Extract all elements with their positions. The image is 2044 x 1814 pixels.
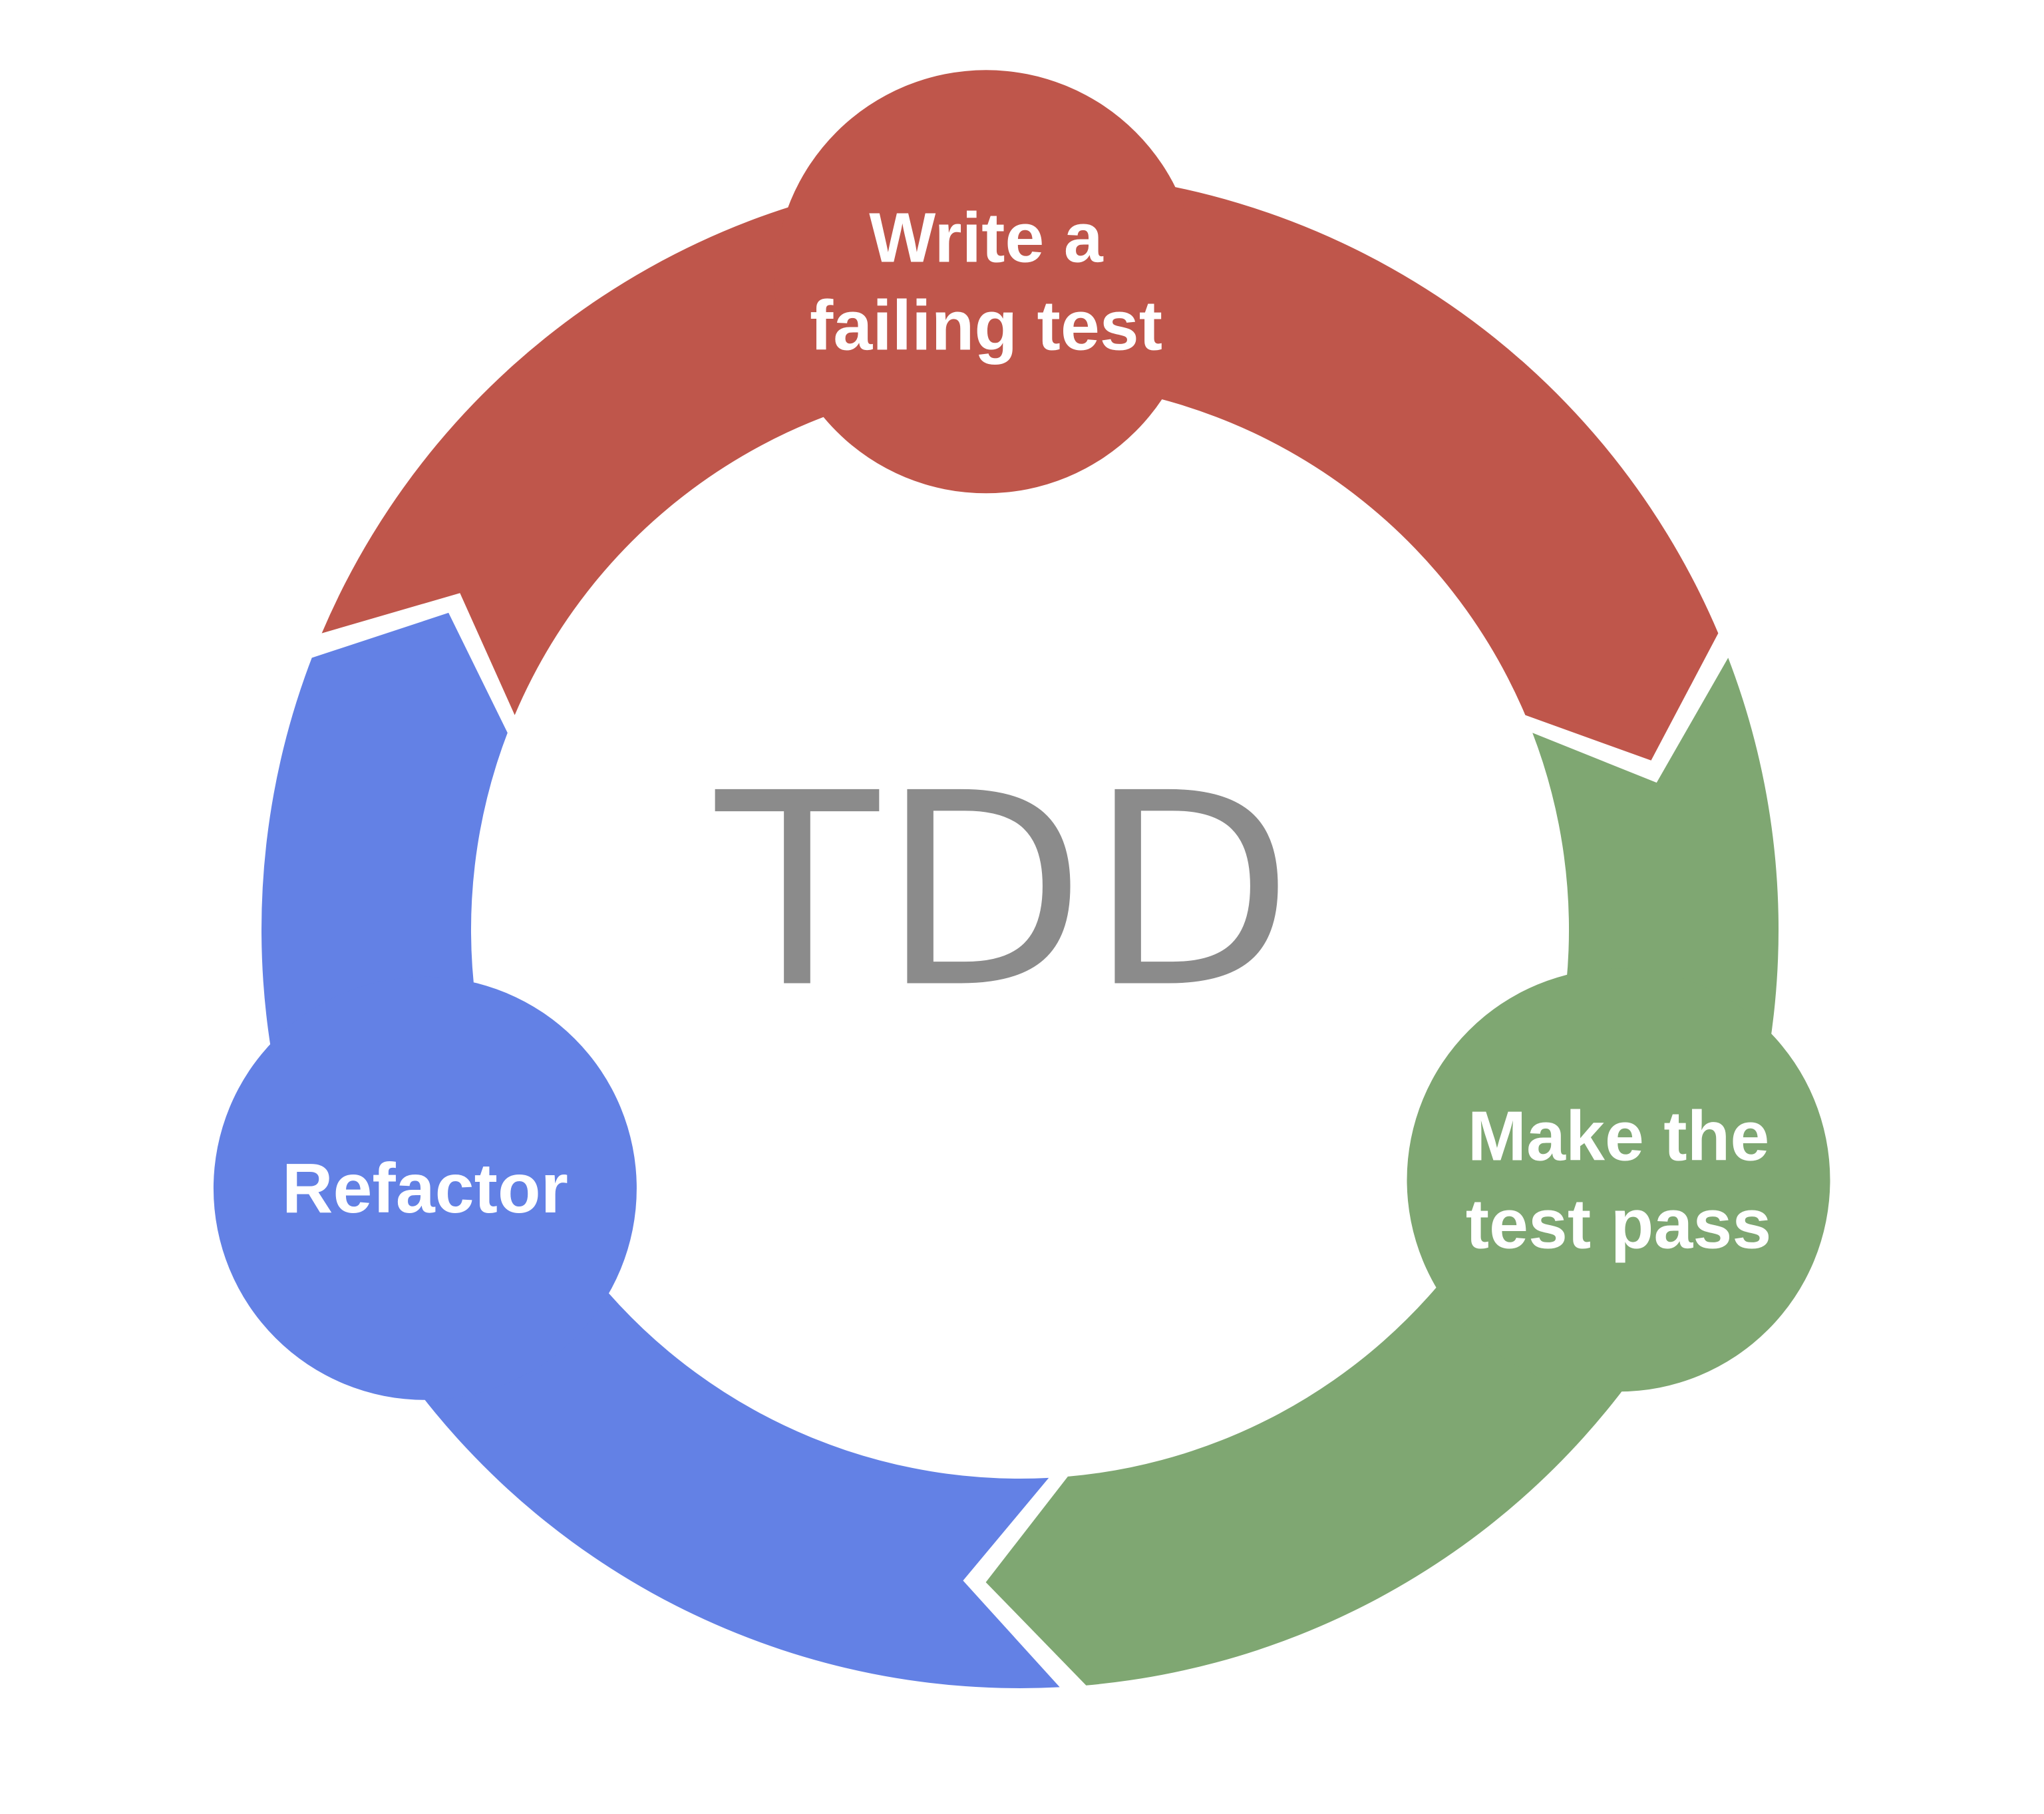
write-failing-test-bubble	[774, 70, 1198, 494]
write-failing-test-arrow-arc	[321, 170, 1719, 761]
refactor-bubble	[213, 976, 637, 1400]
make-test-pass-label: Make the test pass	[1466, 1097, 1772, 1263]
label-line: Refactor	[282, 1149, 568, 1228]
label-line: failing test	[810, 286, 1162, 365]
label-line: Write a	[869, 198, 1104, 277]
label-line: Make the	[1468, 1097, 1770, 1175]
make-test-pass-arrow-arc	[985, 657, 1779, 1686]
label-line: test pass	[1466, 1184, 1772, 1263]
refactor-label: Refactor	[282, 1149, 568, 1228]
write-failing-test-label: Write a failing test	[810, 198, 1162, 365]
cycle-step-refactor: Refactor	[213, 612, 1060, 1688]
refactor-arrow-arc	[261, 612, 1060, 1688]
cycle-step-write-failing-test: Write a failing test	[321, 70, 1719, 761]
cycle-step-make-test-pass: Make the test pass	[985, 657, 1830, 1686]
diagram-title: TDD	[712, 737, 1297, 1047]
make-test-pass-bubble	[1407, 968, 1830, 1392]
